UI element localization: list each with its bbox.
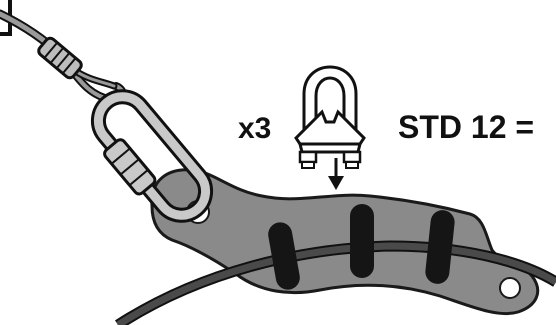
frame-corner-icon: [0, 0, 12, 36]
down-arrow-icon: [328, 158, 344, 190]
plate-slot: [268, 222, 300, 290]
plate-slot: [350, 204, 374, 278]
wire-rope-clip-icon: [294, 65, 366, 169]
plate-slot: [425, 210, 455, 284]
standard-label: STD 12 =: [398, 109, 534, 145]
quantity-label: x3: [238, 112, 271, 145]
wire-rope-lower: [115, 240, 556, 325]
plate-slots: [268, 204, 455, 290]
cable-ferrule-icon: [37, 36, 83, 80]
quick-link-icon: [90, 89, 214, 223]
